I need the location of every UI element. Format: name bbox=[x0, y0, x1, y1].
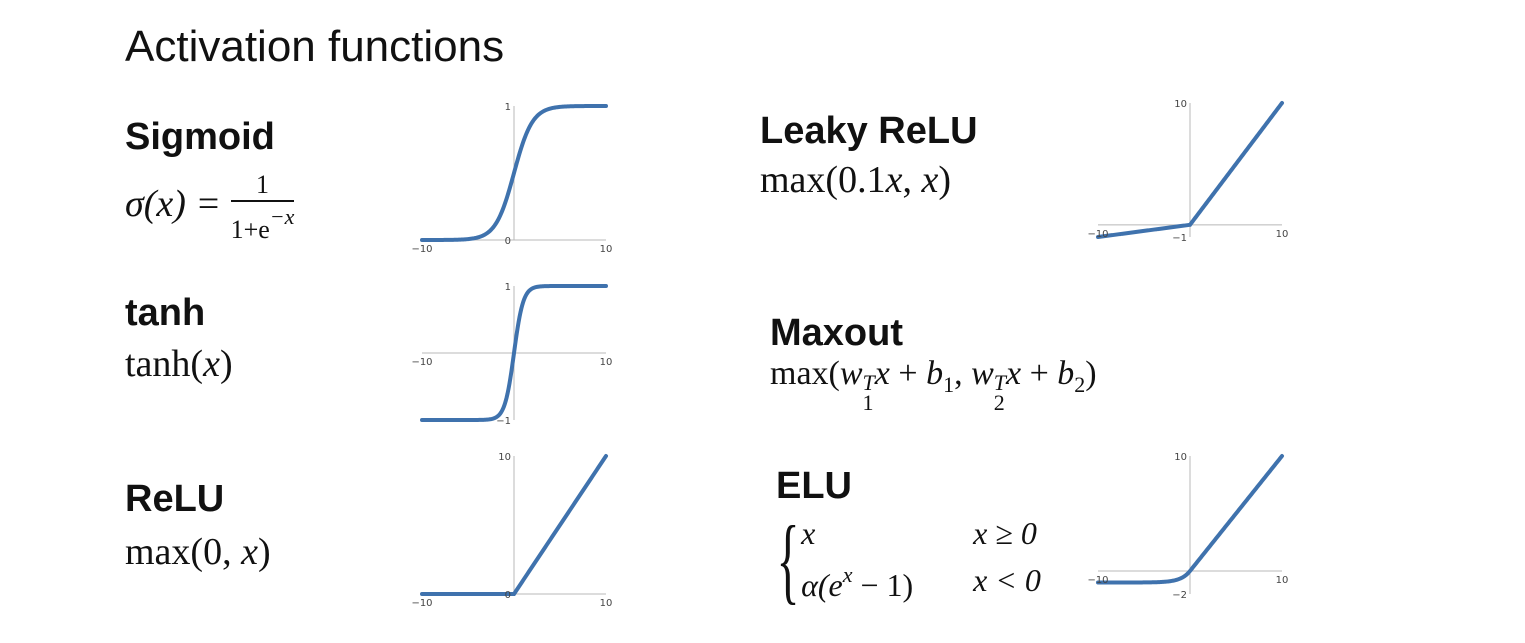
relu-xtick-max: 10 bbox=[600, 598, 613, 609]
elu-brace: { bbox=[776, 505, 800, 613]
tanh-curve bbox=[420, 284, 608, 422]
elu-ytick-min: −2 bbox=[1172, 590, 1187, 601]
sigmoid-xtick-max: 10 bbox=[600, 244, 613, 255]
sigmoid-denominator: 1+e−x bbox=[231, 202, 295, 245]
relu-close: ) bbox=[257, 531, 271, 573]
sigmoid-name: Sigmoid bbox=[125, 116, 275, 158]
relu-ytick-max: 10 bbox=[498, 452, 511, 463]
leaky-xtick-min: −10 bbox=[1087, 229, 1108, 240]
leaky-var2: x bbox=[921, 159, 939, 201]
tanh-xtick-max: 10 bbox=[600, 357, 613, 368]
maxout-plus1: + bbox=[889, 355, 927, 392]
elu-xtick-max: 10 bbox=[1276, 575, 1289, 586]
relu-plot: −10 10 10 0 bbox=[411, 452, 613, 609]
elu-case2-tail: − 1) bbox=[852, 567, 914, 603]
elu-case2-cond: x < 0 bbox=[973, 562, 1041, 598]
sigmoid-ytick-min: 0 bbox=[505, 236, 511, 247]
maxout-plus2: + bbox=[1021, 355, 1058, 392]
leaky-relu-formula: max(0.1x, x) bbox=[760, 158, 951, 202]
maxout-t1: T bbox=[862, 370, 875, 395]
relu-formula: max(0, x) bbox=[125, 530, 271, 574]
maxout-w2: w bbox=[971, 355, 994, 392]
relu-ytick-min: 0 bbox=[505, 590, 511, 601]
maxout-t2: T bbox=[993, 370, 1007, 395]
leaky-relu-plot: −10 10 10 −1 bbox=[1087, 99, 1289, 244]
maxout-name: Maxout bbox=[770, 312, 903, 354]
sigmoid-den-base: 1+e bbox=[230, 215, 270, 244]
elu-xtick-min: −10 bbox=[1087, 575, 1108, 586]
sigmoid-fraction: 1 1+e−x bbox=[230, 170, 295, 245]
tanh-plot: −10 10 1 −1 bbox=[411, 282, 613, 427]
elu-case2-base: α(e bbox=[801, 567, 843, 603]
tanh-xtick-min: −10 bbox=[411, 357, 432, 368]
elu-curve bbox=[1096, 454, 1284, 585]
elu-plot: −10 10 10 −2 bbox=[1087, 452, 1289, 601]
sigmoid-numerator: 1 bbox=[230, 170, 295, 202]
leaky-xtick-max: 10 bbox=[1276, 229, 1289, 240]
tanh-ytick-min: −1 bbox=[496, 416, 511, 427]
relu-var: x bbox=[241, 531, 258, 573]
elu-case1-cond: x ≥ 0 bbox=[973, 515, 1037, 551]
maxout-x1: x bbox=[874, 355, 890, 392]
maxout-close: ) bbox=[1085, 355, 1097, 392]
leaky-ytick-min: −1 bbox=[1172, 233, 1187, 244]
elu-ytick-max: 10 bbox=[1174, 452, 1187, 463]
elu-formula: { x x ≥ 0 α(ex − 1) x < 0 bbox=[765, 505, 1041, 613]
maxout-p1: max( bbox=[770, 355, 840, 392]
leaky-curve bbox=[1096, 101, 1284, 239]
tanh-fn: tanh( bbox=[125, 343, 204, 385]
page-title: Activation functions bbox=[125, 22, 505, 71]
maxout-b1: b bbox=[926, 355, 944, 392]
relu-fn: max(0, bbox=[125, 531, 242, 573]
sigmoid-xtick-min: −10 bbox=[411, 244, 432, 255]
elu-cases: x x ≥ 0 α(ex − 1) x < 0 bbox=[801, 515, 1041, 604]
relu-xtick-min: −10 bbox=[411, 598, 432, 609]
maxout-bs2: 2 bbox=[1074, 372, 1086, 397]
tanh-close: ) bbox=[219, 343, 233, 385]
maxout-s2: 2 bbox=[993, 390, 1005, 415]
leaky-close: ) bbox=[938, 159, 951, 201]
leaky-var: x bbox=[885, 159, 903, 201]
leaky-mid: , bbox=[902, 159, 922, 201]
tanh-formula: tanh(x) bbox=[125, 342, 233, 386]
sigmoid-formula: σ(x) = 1 1+e−x bbox=[125, 170, 295, 245]
maxout-x2: x bbox=[1006, 355, 1022, 392]
elu-name: ELU bbox=[776, 465, 852, 507]
relu-name: ReLU bbox=[125, 478, 225, 520]
tanh-ytick-max: 1 bbox=[505, 282, 511, 293]
sigmoid-lhs: σ(x) = bbox=[125, 183, 231, 226]
elu-case2-expr: α(ex − 1) bbox=[801, 562, 973, 604]
maxout-s1: 1 bbox=[862, 390, 874, 415]
leaky-ytick-max: 10 bbox=[1174, 99, 1187, 110]
elu-case2-exp: x bbox=[842, 562, 853, 587]
maxout-bs1: 1 bbox=[943, 372, 955, 397]
maxout-comma: , bbox=[954, 355, 972, 392]
tanh-name: tanh bbox=[125, 292, 206, 334]
sigmoid-den-exp: −x bbox=[269, 204, 295, 229]
leaky-fn: max(0.1 bbox=[760, 159, 886, 201]
sigmoid-curve bbox=[420, 104, 608, 242]
maxout-b2: b bbox=[1057, 355, 1075, 392]
sigmoid-ytick-max: 1 bbox=[505, 102, 511, 113]
maxout-w1: w bbox=[839, 355, 863, 392]
relu-curve bbox=[420, 454, 608, 596]
leaky-relu-name: Leaky ReLU bbox=[760, 110, 978, 152]
tanh-var: x bbox=[203, 343, 220, 385]
elu-case1-expr: x bbox=[801, 515, 816, 551]
